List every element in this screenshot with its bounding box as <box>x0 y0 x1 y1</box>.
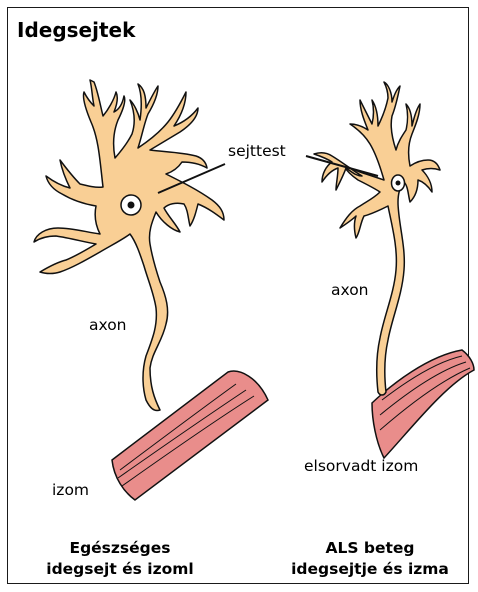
cell-body-label: sejttest <box>228 142 286 160</box>
healthy-neuron <box>34 80 224 411</box>
atrophied-muscle <box>372 350 474 458</box>
als-neuron <box>314 82 440 395</box>
axon-label-right: axon <box>331 281 369 299</box>
caption-right: ALS beteg idegsejtje és izma <box>280 538 460 580</box>
caption-left-line2: idegsejt és izoml <box>30 559 210 580</box>
caption-left: Egészséges idegsejt és izoml <box>30 538 210 580</box>
caption-right-line1: ALS beteg <box>280 538 460 559</box>
healthy-muscle <box>112 371 268 500</box>
axon-label-left: axon <box>89 316 127 334</box>
caption-right-line2: idegsejtje és izma <box>280 559 460 580</box>
caption-left-line1: Egészséges <box>30 538 210 559</box>
muscle-label-right: elsorvadt izom <box>304 457 418 475</box>
muscle-label-left: izom <box>52 481 89 499</box>
